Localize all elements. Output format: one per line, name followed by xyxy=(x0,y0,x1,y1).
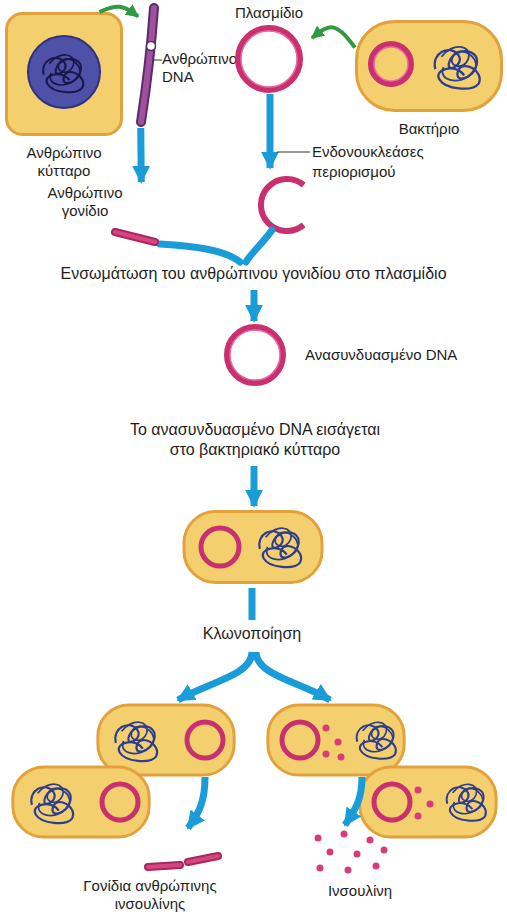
flow-arrow xyxy=(188,777,205,828)
flow-arrow xyxy=(251,466,258,506)
step-label: Το ανασυνδυασμένο DNA εισάγεται στο βακτ… xyxy=(125,420,385,460)
insulin-dot xyxy=(338,754,345,761)
plasmid-ring-inner xyxy=(241,31,297,87)
plasmid-ring xyxy=(187,722,223,758)
insulin-dot xyxy=(315,835,322,842)
gene-fragment-core xyxy=(148,865,180,867)
bacterial-chromosome xyxy=(31,784,73,823)
insulin-dot xyxy=(354,851,361,858)
insulin-genes: Γονίδια ανθρώπινης ινσουλίνης xyxy=(85,845,225,917)
insulin-dot xyxy=(367,837,374,844)
gene-segment xyxy=(115,232,155,242)
human-cell-shape xyxy=(5,12,123,136)
bacterial-chromosome xyxy=(115,722,157,761)
genes-label: Γονίδια ανθρώπινης ινσουλίνης xyxy=(75,877,225,913)
bacterial-chromosome xyxy=(357,722,396,758)
insulin-dot xyxy=(427,801,434,808)
insulin-dot xyxy=(335,739,342,746)
insulin-dot xyxy=(341,831,348,838)
leader-line xyxy=(277,152,310,153)
bacterial-chromosome xyxy=(447,784,486,820)
plasmid: Πλασμίδιο xyxy=(226,2,312,92)
connector-arrow xyxy=(99,7,138,17)
bacterium-label: Βακτήριο xyxy=(379,120,479,138)
step-label: Κλωνοποίηση xyxy=(152,624,352,644)
split-arrow xyxy=(256,652,330,700)
human-gene: Ανθρώπινο γονίδιο xyxy=(40,182,162,250)
plasmid-ring xyxy=(374,784,410,820)
centromere xyxy=(147,42,156,51)
leader-line xyxy=(153,60,162,61)
plasmid-ring xyxy=(238,28,300,90)
plasmid-ring xyxy=(282,722,318,758)
gene-fragment xyxy=(188,856,218,862)
bacterium xyxy=(360,767,496,837)
gene-segment-core xyxy=(115,232,155,242)
cut-plasmid xyxy=(261,179,304,231)
merge-line xyxy=(246,230,272,262)
human-dna: Ανθρώπινο DNA xyxy=(138,4,230,128)
insulin-dot xyxy=(323,751,330,758)
flow-arrow xyxy=(345,777,362,825)
insulin: Ινσουλίνη xyxy=(300,826,420,886)
split-arrow xyxy=(178,652,252,700)
connector-arrow xyxy=(137,128,145,182)
bacterium xyxy=(268,705,404,775)
bacterium xyxy=(98,705,234,775)
insulin-shape xyxy=(300,826,420,886)
bacterium xyxy=(184,512,322,583)
nuclear-dna xyxy=(43,55,83,92)
plasmid-ring-inner xyxy=(230,330,280,380)
bacterium: Βακτήριο xyxy=(355,20,503,112)
bacterium xyxy=(13,767,149,837)
flow-arrow xyxy=(251,290,258,321)
plasmid-ring xyxy=(371,44,411,84)
insulin-dot xyxy=(345,867,352,874)
chromosome xyxy=(141,8,154,122)
human-cell: Ανθρώπινο κύτταρο xyxy=(5,12,123,136)
plasmid-ring xyxy=(227,327,283,383)
gene-fragment-core xyxy=(188,856,218,862)
gene-fragment xyxy=(148,865,180,867)
insulin-dot xyxy=(415,813,422,820)
step-label: Ενσωμάτωση του ανθρώπινου γονιδίου στο π… xyxy=(10,264,497,284)
plasmid-label: Πλασμίδιο xyxy=(216,4,322,22)
dna-label: Ανθρώπινο DNA xyxy=(162,50,242,86)
bacterial-chromosome xyxy=(435,47,480,89)
insulin-label: Ινσουλίνη xyxy=(300,882,420,900)
insulin-dot xyxy=(373,863,380,870)
insulin-dot xyxy=(415,787,422,794)
plasmid-ring-inner xyxy=(374,47,408,81)
flow-line xyxy=(249,588,256,620)
bacterium-shape xyxy=(355,20,503,112)
cell-label: Ανθρώπινο κύτταρο xyxy=(9,144,119,180)
flow-arrow xyxy=(267,94,274,168)
enzyme-label: Ενδονουκλεάσες περιορισμού xyxy=(312,142,462,182)
plasmid-ring xyxy=(201,528,239,566)
recombinant-dna: Ανασυνδυασμένο DNA xyxy=(225,322,465,390)
insulin-dot xyxy=(323,725,330,732)
plasmid-ring xyxy=(102,784,138,820)
gene-label: Ανθρώπινο γονίδιο xyxy=(40,184,130,220)
connector-arrow xyxy=(312,27,355,47)
chromosome-outline xyxy=(141,8,154,122)
bacterial-chromosome xyxy=(259,528,301,567)
cell-body xyxy=(7,14,122,135)
nucleus xyxy=(28,36,100,108)
merge-line xyxy=(160,244,240,262)
insulin-dot xyxy=(327,849,334,856)
bacterium-body xyxy=(357,22,502,111)
insulin-dot xyxy=(381,847,388,854)
insulin-dot xyxy=(317,865,324,872)
recombinant-label: Ανασυνδυασμένο DNA xyxy=(305,346,475,364)
